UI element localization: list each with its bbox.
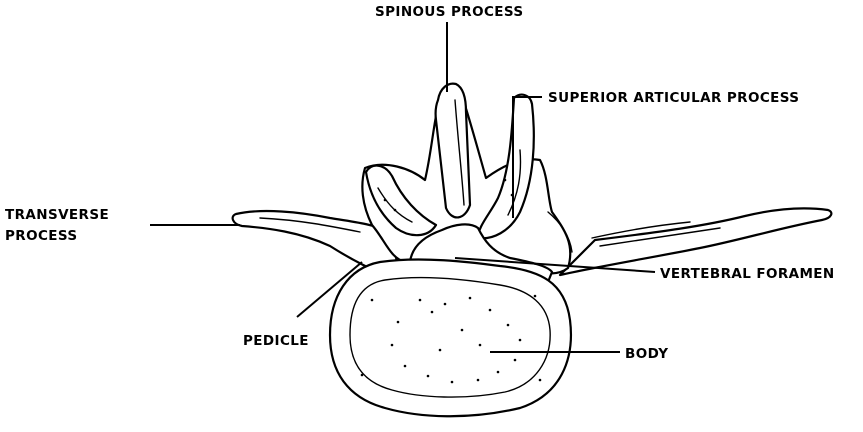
vertebral-body-shape [330,259,571,416]
label-vertebral-foramen: VERTEBRAL FORAMEN [660,266,835,282]
label-body: BODY [625,346,668,362]
label-superior-articular-process: SUPERIOR ARTICULAR PROCESS [548,90,799,106]
label-spinous-process: SPINOUS PROCESS [375,4,524,20]
vertebra-illustration [233,84,832,417]
right-transverse-process [560,208,831,275]
label-transverse-process-line1: TRANSVERSE [5,207,109,223]
label-transverse-process-line2: PROCESS [5,228,78,244]
label-pedicle: PEDICLE [243,333,309,349]
